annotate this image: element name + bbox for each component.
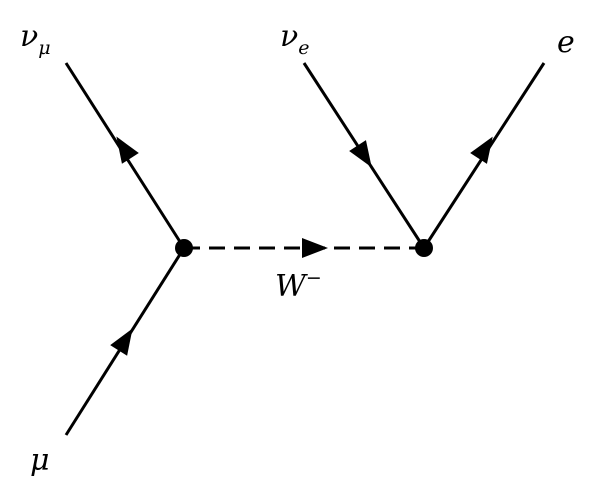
muon-neutrino-arrow-icon — [116, 136, 139, 164]
w-boson-arrow-icon — [302, 238, 328, 258]
w-symbol: W — [275, 269, 306, 304]
nu-symbol: ν — [280, 19, 299, 54]
nu-e-subscript: e — [298, 37, 310, 59]
vertex-left — [175, 239, 193, 257]
electron-label: e — [557, 25, 575, 60]
vertex-right — [415, 239, 433, 257]
electron-neutrino-label: νe — [280, 19, 310, 58]
muon-label: μ — [30, 443, 50, 478]
nu-mu-subscript: μ — [38, 37, 51, 59]
muon-arrow-icon — [110, 328, 133, 356]
nu-symbol: ν — [20, 19, 39, 54]
electron-neutrino-arrow-icon — [349, 140, 372, 168]
muon-neutrino-label: νμ — [20, 19, 51, 58]
w-charge-superscript: − — [305, 267, 322, 289]
w-boson-label: W− — [275, 269, 322, 304]
electron-arrow-icon — [470, 136, 493, 164]
